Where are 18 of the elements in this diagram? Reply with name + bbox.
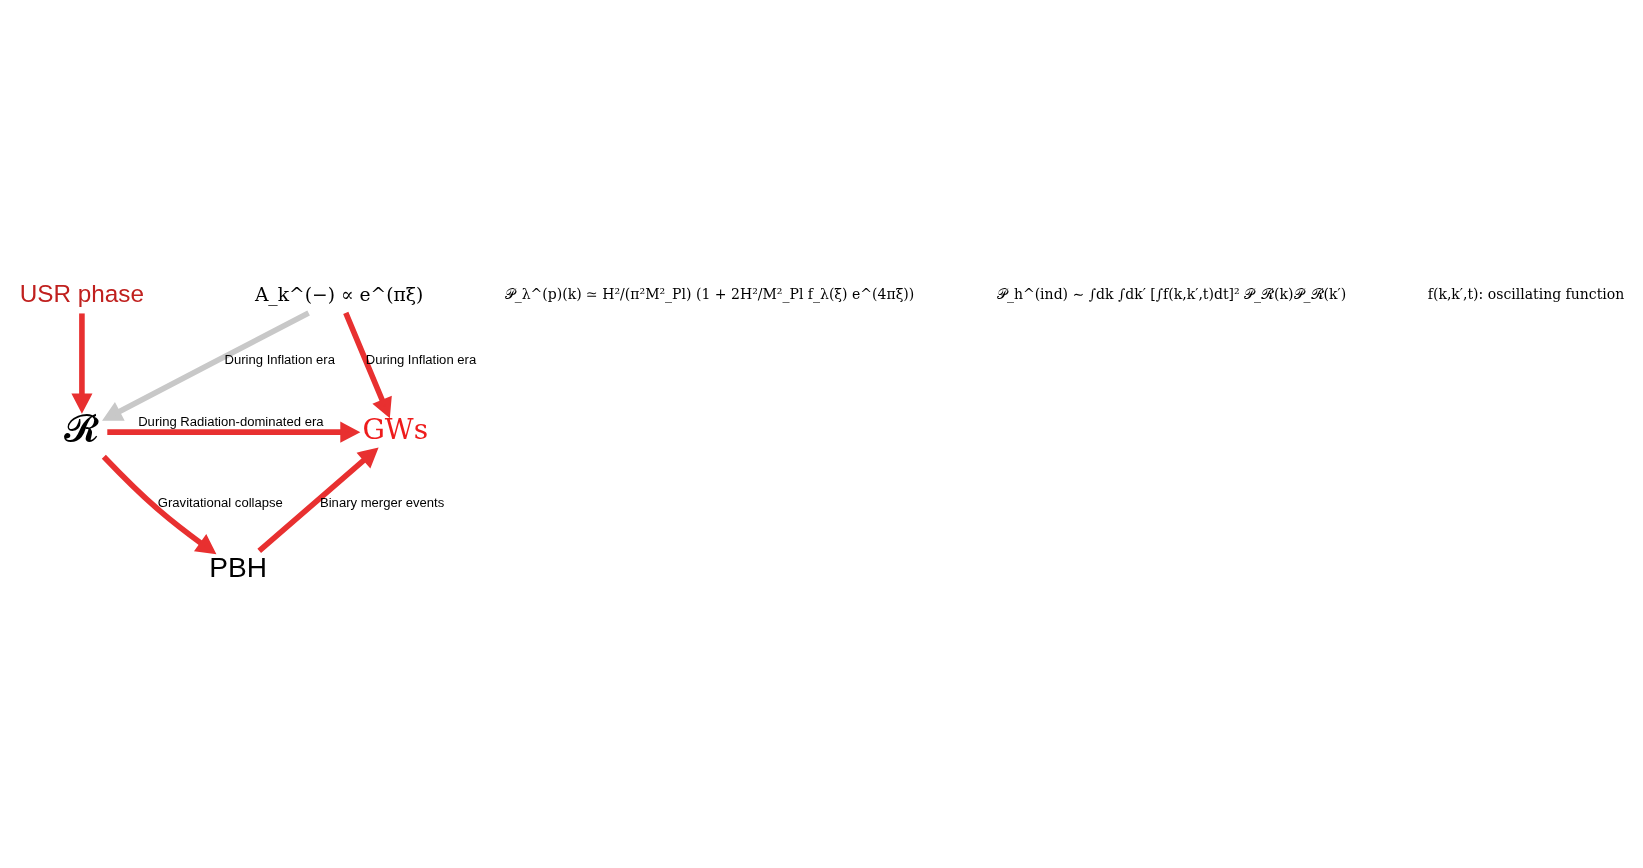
arrow bbox=[71, 313, 93, 414]
label: 𝒫_λ^(p)(k) ≃ H²/(π²M²_Pl) (1 + 2H²/M²_Pl f_λ(ξ) e^(4πξ)) bbox=[504, 286, 915, 303]
arrow bbox=[101, 454, 217, 555]
arrow bbox=[343, 311, 392, 419]
node-text: 𝓡 bbox=[64, 406, 100, 451]
label: 𝒫_h^(ind) ∼ ∫dk ∫dk′ [∫f(k,k′,t)dt]² 𝒫_𝓡(k)𝒫_𝓡(k′) bbox=[996, 286, 1347, 303]
label: f(k,k′,t): oscillating function bbox=[1427, 286, 1625, 303]
arrow bbox=[257, 447, 379, 553]
arrow bbox=[107, 421, 361, 443]
node-text: GWs bbox=[362, 413, 429, 447]
edge-label: Binary merger events bbox=[320, 495, 445, 511]
node-text: USR phase bbox=[19, 279, 145, 307]
node-text: PBH bbox=[209, 552, 267, 584]
edge-label: Gravitational collapse bbox=[157, 495, 283, 511]
node-text: A_k^(−) ∝ e^(πξ) bbox=[254, 283, 424, 305]
edge-label: During Radiation-dominated era bbox=[138, 413, 324, 429]
edge-label: During Inflation era bbox=[224, 352, 335, 368]
arrow bbox=[102, 310, 310, 421]
